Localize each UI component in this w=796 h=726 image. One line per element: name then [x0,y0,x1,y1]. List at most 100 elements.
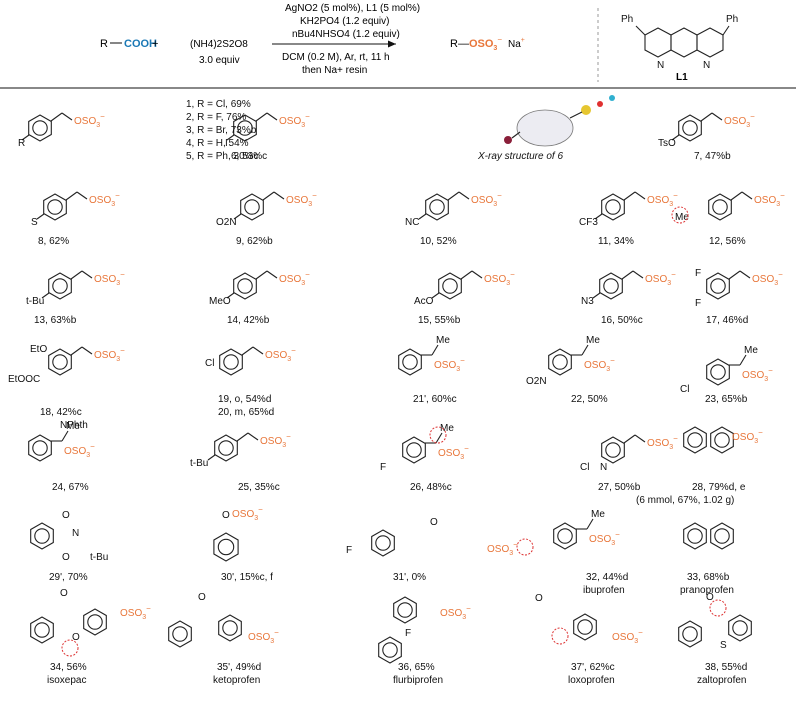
caption-p25: 25, 35%c [238,482,280,493]
caption-p10: 10, 52% [420,236,457,247]
aromatic-circle [47,199,63,215]
ligand-n-right: N [703,60,710,71]
bond [581,344,589,356]
sulfate-group: OSO3− [248,628,279,645]
aromatic-circle [552,354,568,370]
caption-p6: 6, 53%c [231,151,267,162]
caption-p37n: loxoprofen [568,675,615,686]
sulfate-group: OSO3− [471,191,502,208]
aromatic-circle [557,528,573,544]
o-label-38: O [706,592,714,603]
caption-p23: 23, 65%b [705,394,748,405]
bond [61,112,73,121]
caption-xray: X-ray structure of 6 [477,151,563,162]
xray-oxygen-atom [597,101,603,107]
sulfate-group: OSO3− [487,540,518,557]
aromatic-circle [375,535,391,551]
benzene-ring [553,522,577,550]
bond [41,292,50,299]
caption-p31: 31', 0% [393,572,426,583]
bond [76,191,88,200]
atom-label-nc: NC [405,217,419,228]
highlight-circle [671,206,689,224]
bond [671,134,680,141]
ligand-ph-left: Ph [621,14,633,25]
bond [594,213,603,220]
caption-p32n: ibuprofen [583,585,625,596]
benzene-ring [48,272,72,300]
sulfate-group: OSO3− [584,356,615,373]
caption-p38n: zaltoprofen [697,675,746,686]
aromatic-circle [397,602,413,618]
f-label-26: F [380,462,386,473]
benzene-ring [706,358,730,386]
bond [233,213,242,220]
xray-sodium-atom [609,95,615,101]
caption-p18: 18, 42%c [40,407,82,418]
benzene-ring [708,193,732,221]
nphth-label: NPhth [60,420,88,431]
bond [252,346,264,355]
caption-p28b: (6 mmol, 67%, 1.02 g) [636,495,734,506]
caption-p7: 7, 47%b [694,151,731,162]
caption-p34: 34, 56% [50,662,87,673]
o2n-label-22: O2N [526,376,547,387]
xray-sulfur-atom [581,105,591,115]
aromatic-circle [605,199,621,215]
bond [586,518,594,530]
benzene-ring [83,608,107,636]
caption-p35n: ketoprofen [213,675,260,686]
ligand-label: L1 [676,72,688,83]
aromatic-circle [687,432,703,448]
benzene-ring [393,596,417,624]
benzene-ring [28,114,52,142]
benzene-ring [710,522,734,550]
bond [236,432,249,442]
condition-line-1: AgNO2 (5 mol%), L1 (5 mol%) [285,3,420,14]
aromatic-circle [732,620,748,636]
sulfate-group: OSO3− [589,530,620,547]
bond [634,434,646,443]
highlight-circle [709,599,727,617]
bond [418,213,427,220]
benzene-ring [398,348,422,376]
caption-p28: 28, 79%d, e [692,482,746,493]
benzene-ring [213,532,239,562]
caption-p29: 29', 70% [49,572,88,583]
atom-label-aco: AcO [414,296,434,307]
methyl-label: Me [591,509,605,520]
oxidant-equiv: 3.0 equiv [199,55,240,66]
aromatic-circle [682,626,698,642]
aromatic-circle [714,432,730,448]
sulfate-group: OSO3− [94,270,125,287]
bond [621,270,634,280]
caption-p27: 27, 50%b [598,482,641,493]
o-label-29b: O [62,552,70,563]
aromatic-circle [710,364,726,380]
benzene-ring [678,620,702,648]
bond [273,191,285,200]
benzene-ring [728,614,752,642]
sulfate-group: OSO3− [74,112,105,129]
bond [207,454,216,461]
bond [36,213,45,220]
caption-p24: 24, 67% [52,482,89,493]
bond [70,346,83,356]
caption-p4: 4, R = H, 54% [186,138,249,149]
caption-p37: 37', 62%c [571,662,615,673]
f-label-36: F [405,628,411,639]
f-label-31: F [346,545,352,556]
atom-label-n3: N3 [581,296,594,307]
caption-p21: 21', 60%c [413,394,457,405]
aromatic-circle [52,354,68,370]
caption-p22: 22, 50% [571,394,608,405]
aromatic-circle [218,440,234,456]
highlight-circle [516,538,534,556]
sulfate-group: OSO3− [647,191,678,208]
aromatic-circle [223,354,239,370]
aromatic-circle [87,614,103,630]
caption-p35: 35', 49%d [217,662,261,673]
aromatic-circle [687,528,703,544]
atom-label-tbu: t-Bu [190,458,208,469]
acid-r: R [100,38,108,50]
